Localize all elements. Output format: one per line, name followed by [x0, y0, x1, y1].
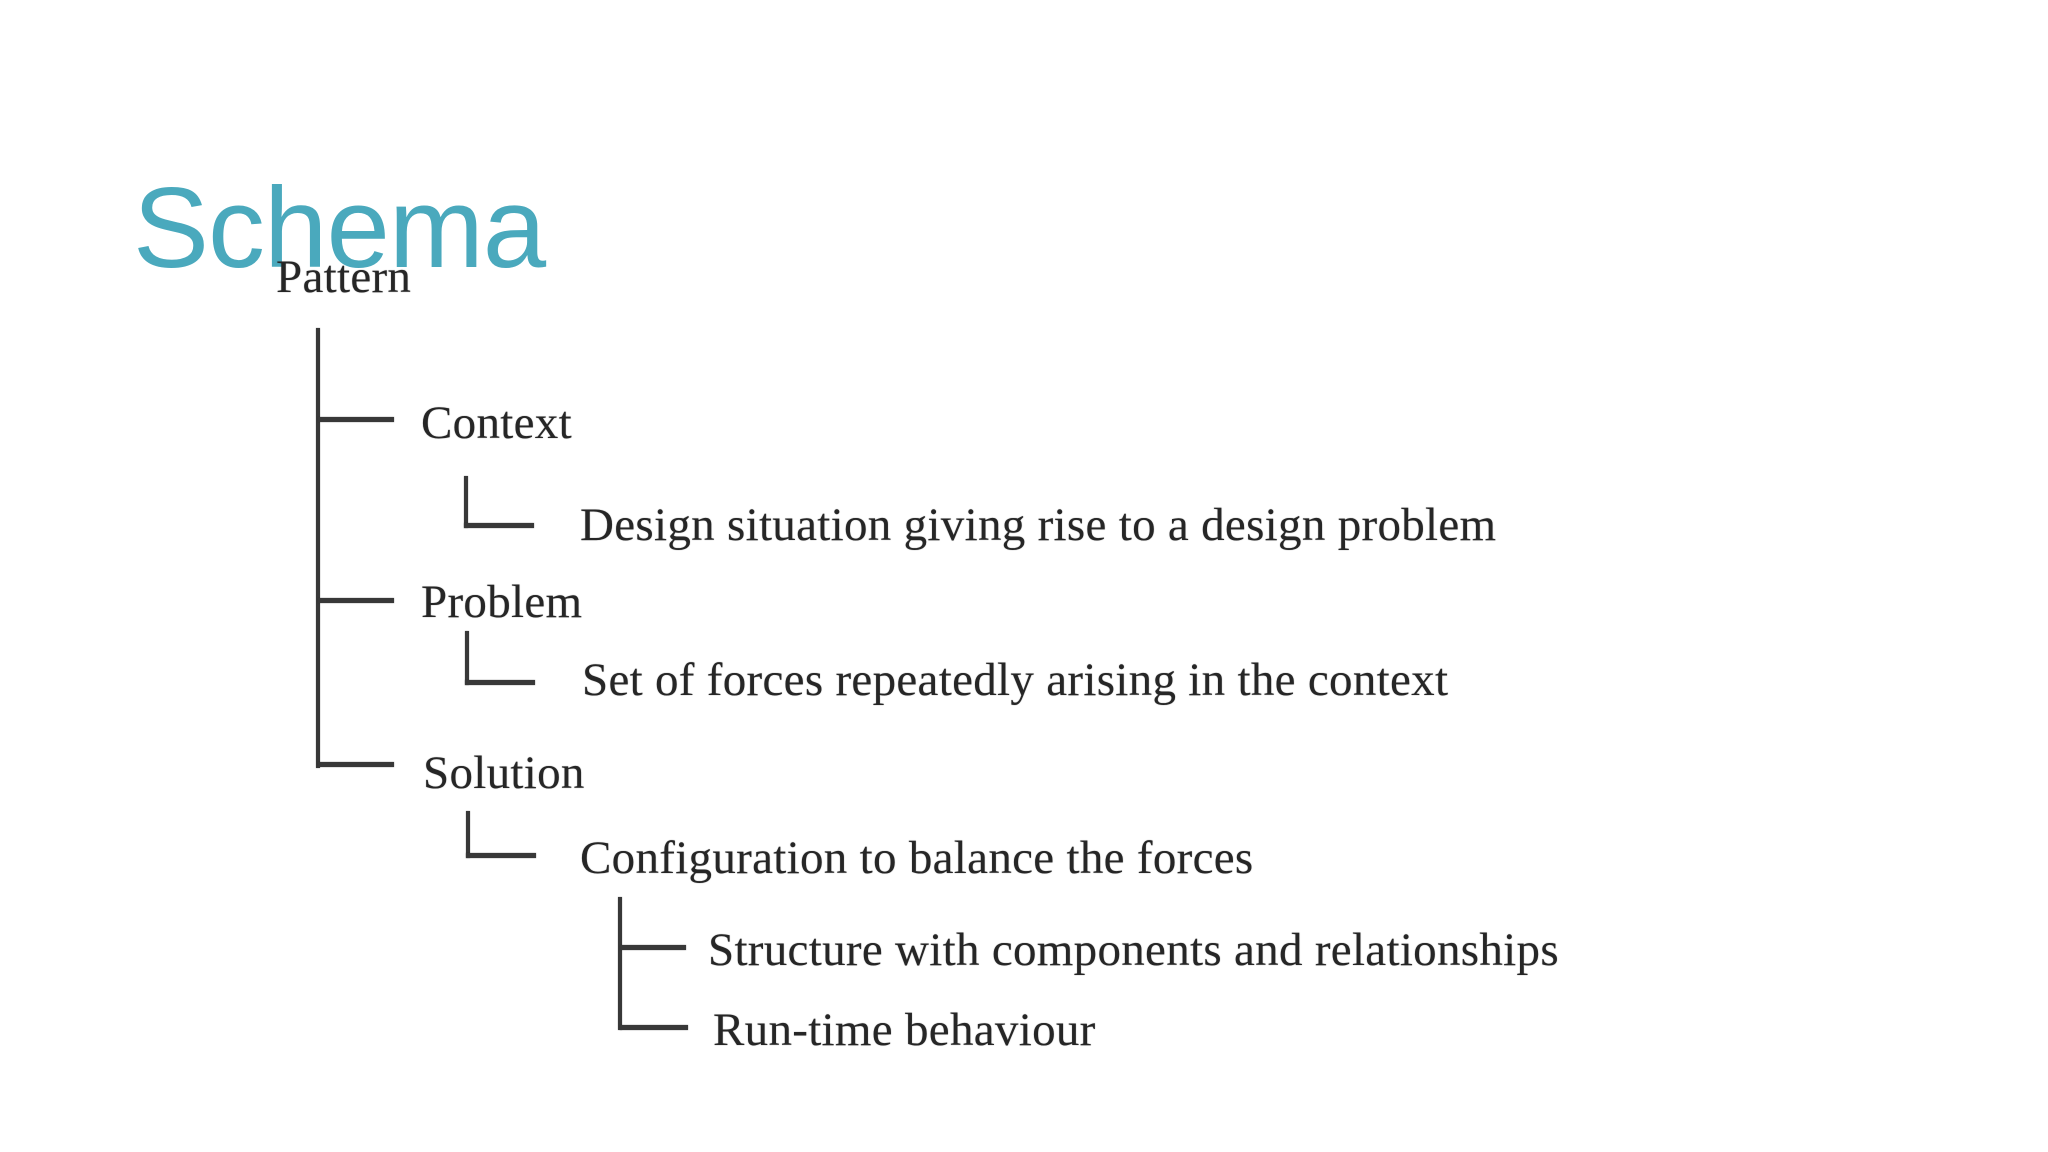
- page-title: Schema: [133, 165, 546, 293]
- problem-connector-hline: [465, 680, 535, 685]
- structure-branch-line: [620, 945, 686, 950]
- problem-detail-label: Set of forces repeatedly arising in the …: [582, 654, 1449, 706]
- structure-label: Structure with components and relationsh…: [708, 924, 1559, 976]
- solution-branch-line: [318, 762, 394, 767]
- solution-label: Solution: [423, 747, 585, 799]
- context-branch-line: [318, 417, 394, 422]
- pattern-root-label: Pattern: [276, 251, 412, 303]
- runtime-label: Run-time behaviour: [713, 1004, 1096, 1056]
- context-connector-vline: [464, 476, 468, 528]
- problem-connector-vline: [465, 631, 469, 685]
- solution-detail-label: Configuration to balance the forces: [580, 832, 1254, 884]
- runtime-branch-line: [620, 1025, 688, 1030]
- problem-branch-line: [318, 598, 394, 603]
- solution-subtree-trunk-line: [618, 897, 622, 1030]
- trunk-line: [316, 328, 320, 768]
- problem-label: Problem: [421, 576, 583, 628]
- solution-connector-hline: [466, 853, 536, 858]
- solution-connector-vline: [466, 811, 470, 858]
- context-label: Context: [421, 397, 572, 449]
- context-connector-hline: [464, 523, 534, 528]
- context-detail-label: Design situation giving rise to a design…: [580, 499, 1497, 551]
